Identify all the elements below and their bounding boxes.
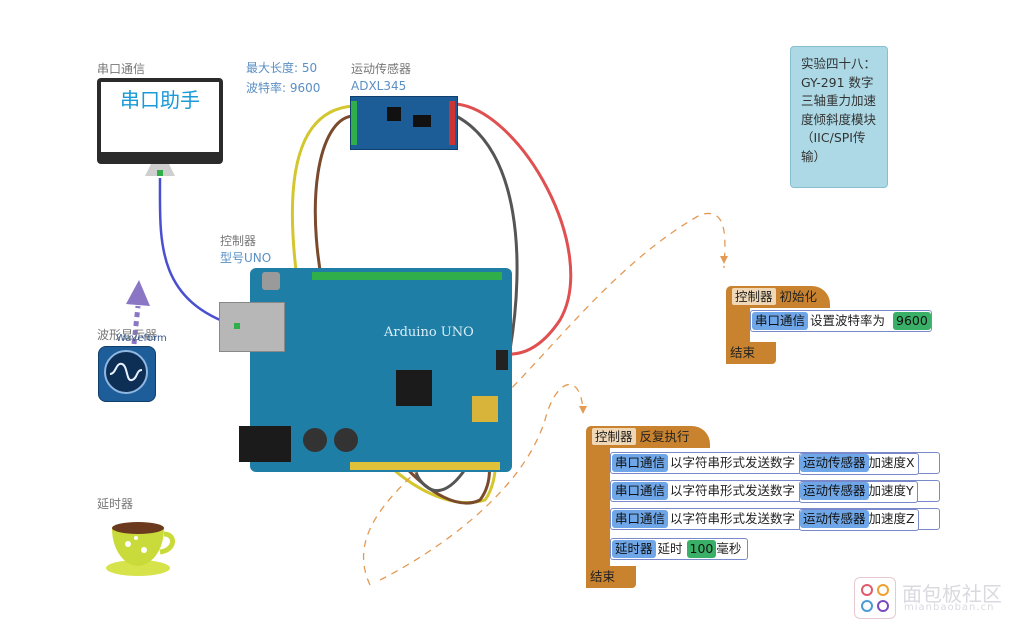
wire-red <box>455 102 573 356</box>
accel-x-text: 加速度X <box>868 455 915 470</box>
accel-y-reporter[interactable]: 运动传感器加速度Y <box>799 481 918 503</box>
init-hat-block[interactable]: 控制器初始化 <box>726 286 830 308</box>
send-y-text: 以字符串形式发送数字 <box>670 483 796 498</box>
sensor-label: 运动传感器 <box>351 62 412 76</box>
loop-hat-tag: 控制器 <box>592 428 636 445</box>
usb-pin <box>234 323 240 329</box>
delay-text: 延时 <box>657 541 683 556</box>
arduino-uno-board[interactable] <box>250 268 512 472</box>
teacup-icon[interactable] <box>104 512 176 578</box>
serial-maxlen: 最大长度: 50 <box>246 61 318 75</box>
flow-arrow-2 <box>379 383 584 581</box>
controller-model: 型号UNO <box>220 251 272 265</box>
icsp-header <box>496 350 508 370</box>
usb-port[interactable] <box>219 302 285 352</box>
purple-arrow <box>131 305 141 345</box>
waveform-icon <box>104 350 148 394</box>
atmega-chip <box>396 370 432 406</box>
init-end-text: 结束 <box>730 345 756 360</box>
sensor-model: ADXL345 <box>351 79 407 93</box>
power-jack <box>239 426 291 462</box>
reset-button[interactable] <box>262 272 280 290</box>
delay-value[interactable]: 100 <box>686 540 717 558</box>
analog-header <box>350 462 500 470</box>
init-end-block: 结束 <box>726 342 776 364</box>
loop-end-block: 结束 <box>586 566 636 588</box>
delay-tag: 延时器 <box>612 540 656 558</box>
loop-end-text: 结束 <box>590 569 616 584</box>
init-hat-tag: 控制器 <box>732 288 776 305</box>
send-accel-z-block[interactable]: 串口通信以字符串形式发送数字 运动传感器加速度Z <box>610 508 940 531</box>
adxl345-sensor[interactable] <box>350 96 458 150</box>
serial-label: 串口通信 <box>97 62 146 76</box>
sensor-pins-right <box>449 101 455 145</box>
send-z-tag: 串口通信 <box>612 510 669 528</box>
capacitor-2 <box>334 428 358 452</box>
send-x-tag: 串口通信 <box>612 454 669 472</box>
accel-z-tag: 运动传感器 <box>800 510 869 528</box>
sensor-pins-left <box>351 101 357 145</box>
send-z-text: 以字符串形式发送数字 <box>670 511 796 526</box>
accel-x-tag: 运动传感器 <box>800 454 869 472</box>
init-stmt-text: 设置波特率为 <box>810 313 886 328</box>
init-set-baud-block[interactable]: 串口通信设置波特率为 9600 <box>750 310 932 332</box>
delay-label: 延时器 <box>97 497 134 511</box>
init-stmt-tag: 串口通信 <box>752 312 809 330</box>
sensor-chip <box>387 107 401 121</box>
accel-z-text: 加速度Z <box>868 511 915 526</box>
send-accel-y-block[interactable]: 串口通信以字符串形式发送数字 运动传感器加速度Y <box>610 480 940 503</box>
icsp-pins <box>472 396 498 422</box>
usb-cable <box>158 177 237 328</box>
send-y-tag: 串口通信 <box>612 482 669 500</box>
accel-z-reporter[interactable]: 运动传感器加速度Z <box>799 509 919 531</box>
sensor-regulator <box>413 115 431 127</box>
accel-y-text: 加速度Y <box>868 483 914 498</box>
init-spine <box>726 308 750 342</box>
experiment-note: 实验四十八：GY-291 数字三轴重力加速度倾斜度模块 （IIC/SPI传输） <box>790 46 888 188</box>
waveform-label: 波形显示器 <box>97 328 158 342</box>
watermark-logo-icon <box>854 577 896 619</box>
serial-port-pin[interactable] <box>157 170 163 176</box>
loop-hat-block[interactable]: 控制器反复执行 <box>586 426 710 448</box>
serial-monitor-text: 串口助手 <box>120 88 200 112</box>
waveform-overlay: Waveform <box>116 333 167 344</box>
loop-spine <box>586 448 610 566</box>
watermark-sub: mianbaoban.cn <box>904 602 995 613</box>
baud-value[interactable]: 9600 <box>893 312 931 330</box>
serial-baud: 波特率: 9600 <box>246 81 321 95</box>
digital-header <box>312 272 502 280</box>
controller-label: 控制器 <box>220 234 257 248</box>
arduino-logo: Arduino UNO <box>384 325 474 340</box>
capacitor-1 <box>303 428 327 452</box>
flow-arrow-1 <box>363 212 726 586</box>
serial-monitor-screen <box>101 82 219 152</box>
accel-x-reporter[interactable]: 运动传感器加速度X <box>799 453 919 475</box>
send-accel-x-block[interactable]: 串口通信以字符串形式发送数字 运动传感器加速度X <box>610 452 940 475</box>
accel-y-tag: 运动传感器 <box>800 482 869 500</box>
delay-unit: 毫秒 <box>716 541 742 556</box>
init-hat-text: 初始化 <box>779 289 818 304</box>
send-x-text: 以字符串形式发送数字 <box>670 455 796 470</box>
watermark-text: 面包板社区 <box>902 582 1002 606</box>
loop-hat-text: 反复执行 <box>639 429 690 444</box>
